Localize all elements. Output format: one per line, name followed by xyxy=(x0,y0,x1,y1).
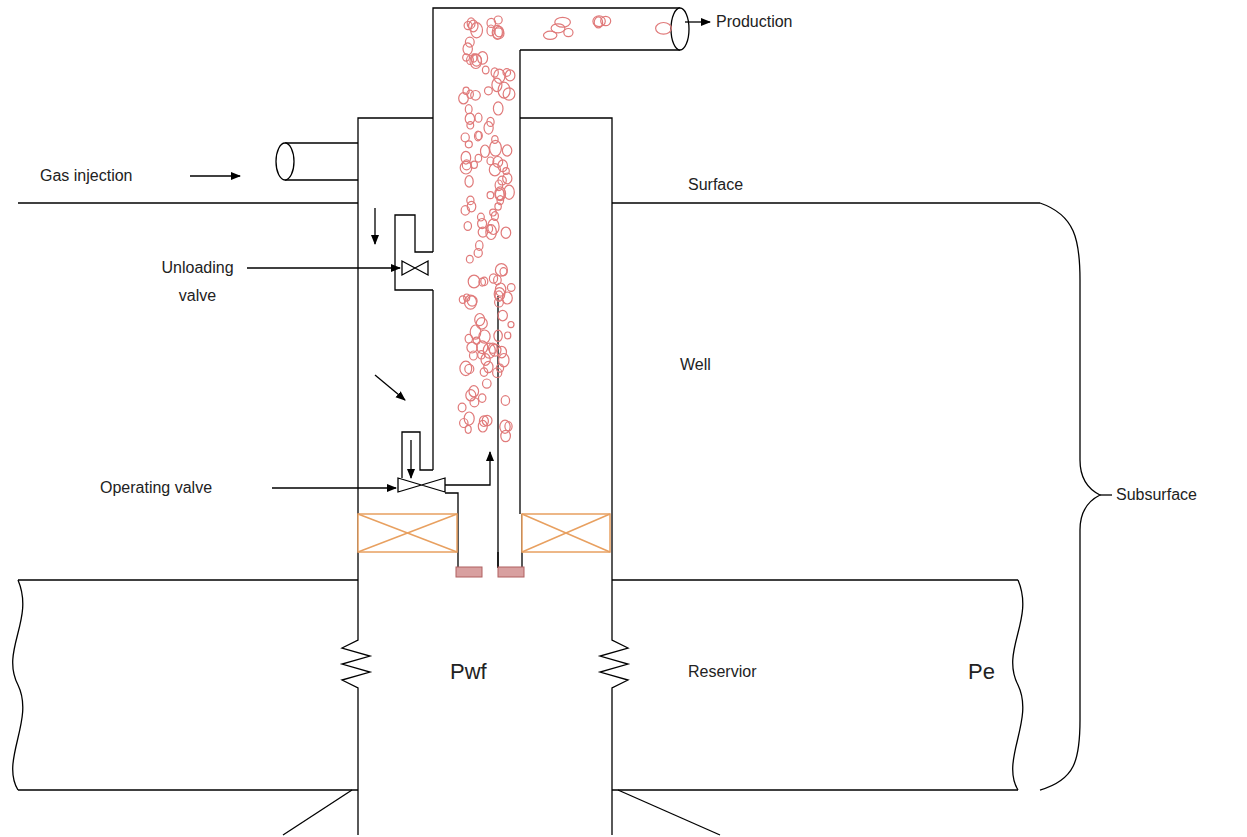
gas-bubble xyxy=(495,283,505,296)
gas-bubble xyxy=(461,206,469,215)
zone-label: Surface xyxy=(688,171,743,199)
gas-bubble xyxy=(494,330,502,341)
gas-bubble xyxy=(465,364,474,373)
gas-bubble xyxy=(484,122,493,135)
gas-bubble xyxy=(465,425,471,433)
pressure-label: Pwf xyxy=(450,658,487,686)
gas-bubble xyxy=(493,102,503,115)
gas-bubble xyxy=(475,154,482,162)
gas-bubble xyxy=(489,344,501,356)
gas-bubble xyxy=(472,54,482,66)
gas-bubble xyxy=(467,296,477,306)
gas-bubble xyxy=(460,361,472,375)
zone-label: Reservior xyxy=(688,658,756,686)
gas-bubble xyxy=(503,173,512,184)
gas-bubble xyxy=(487,192,494,199)
gas-bubble xyxy=(479,394,486,402)
gas-bubble xyxy=(490,209,497,216)
gas-bubble xyxy=(497,346,506,358)
gas-bubble xyxy=(601,16,611,25)
gas-bubble xyxy=(464,222,471,231)
gas-bubble xyxy=(466,255,473,263)
gas-bubble xyxy=(492,78,502,91)
gas-bubble xyxy=(498,176,506,185)
gas-bubble xyxy=(473,337,480,344)
gas-bubble xyxy=(487,25,495,36)
gas-bubble xyxy=(475,113,482,122)
gas-bubble xyxy=(505,70,515,81)
gas-bubble xyxy=(499,354,509,367)
gas-bubble xyxy=(491,68,498,77)
gas-bubble xyxy=(465,105,472,114)
gas-bubble xyxy=(476,132,483,140)
gas-bubble xyxy=(481,277,488,285)
gas-bubble xyxy=(489,274,497,283)
gas-bubble xyxy=(467,196,474,205)
gas-bubble xyxy=(495,297,504,307)
gas-bubble xyxy=(470,351,478,360)
gas-bubble xyxy=(461,151,471,164)
gas-bubble xyxy=(471,91,481,101)
gas-bubble xyxy=(498,310,507,320)
gas-bubble xyxy=(464,412,474,425)
gas-bubble xyxy=(465,176,473,187)
gas-bubble xyxy=(483,379,492,388)
gas-bubble xyxy=(463,43,472,55)
gas-bubble xyxy=(470,398,479,407)
gas-bubble xyxy=(476,241,483,251)
gas-bubble xyxy=(508,322,514,328)
gas-bubble xyxy=(465,295,477,309)
gas-bubble xyxy=(481,354,490,366)
gas-bubble xyxy=(505,332,511,339)
gas-bubble xyxy=(504,185,514,199)
gas-bubble xyxy=(482,415,492,425)
valve-label: Operating valve xyxy=(100,474,212,502)
gas-bubble xyxy=(481,145,490,157)
gas-bubble xyxy=(507,284,515,292)
gas-bubble xyxy=(476,318,487,329)
gas-bubble xyxy=(465,141,472,148)
gas-bubble xyxy=(485,87,493,95)
zone-label: Subsurface xyxy=(1116,481,1197,509)
gas-bubble xyxy=(490,140,502,156)
gas-bubble xyxy=(489,164,500,176)
gas-bubble xyxy=(478,227,487,237)
gas-bubble xyxy=(482,66,489,74)
gas-bubble xyxy=(492,25,502,39)
gas-bubble xyxy=(459,296,466,304)
gas-bubble xyxy=(502,145,511,156)
gas-bubble xyxy=(470,54,482,69)
gas-bubble xyxy=(471,161,477,168)
gas-bubble xyxy=(505,422,512,431)
gas-bubble xyxy=(475,131,482,141)
gas-bubble xyxy=(494,16,502,24)
gas-bubble xyxy=(469,20,478,32)
flow-label: Gas injection xyxy=(40,162,133,190)
gas-bubble xyxy=(498,82,510,98)
gas-bubble xyxy=(495,264,507,276)
gas-bubble xyxy=(501,430,511,441)
gas-bubble xyxy=(477,341,488,354)
flow-label: Production xyxy=(716,8,793,36)
valve-label: Unloading valve xyxy=(150,254,245,310)
gas-bubble xyxy=(494,69,505,83)
gas-bubble xyxy=(501,396,509,406)
zone-label: Well xyxy=(680,351,711,379)
gas-bubble xyxy=(465,37,474,47)
gas-bubble xyxy=(475,314,485,326)
gas-bubble xyxy=(458,403,466,412)
gas-bubble xyxy=(478,52,488,65)
gas-bubble xyxy=(501,227,511,238)
gas-bubble xyxy=(478,213,485,221)
gas-bubble xyxy=(544,31,557,39)
gas-bubble xyxy=(471,23,483,38)
gas-bubble xyxy=(468,275,480,288)
gas-bubble xyxy=(493,368,502,378)
pressure-label: Pe xyxy=(968,658,995,686)
gas-bubble xyxy=(492,136,498,144)
gas-bubble xyxy=(656,23,672,35)
gas-bubble xyxy=(467,122,474,129)
gas-bubble xyxy=(484,361,493,372)
